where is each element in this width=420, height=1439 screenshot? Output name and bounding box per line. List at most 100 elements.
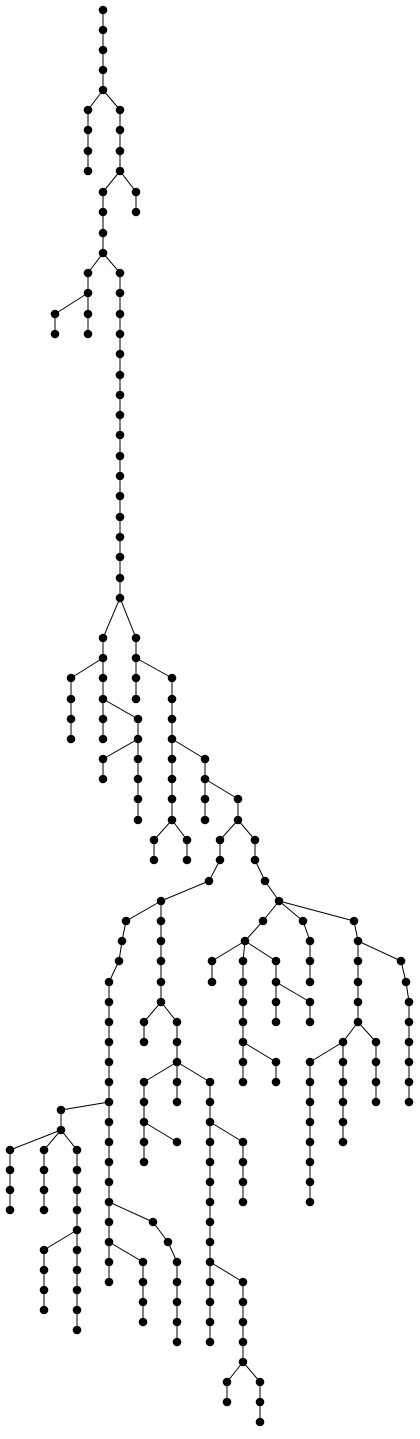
tree-node (133, 774, 143, 784)
tree-edge (119, 170, 137, 193)
tree-node (305, 1177, 315, 1187)
tree-edge (143, 1001, 162, 1023)
tree-node (133, 754, 143, 764)
tree-node (238, 1277, 248, 1287)
tree-node (271, 997, 281, 1007)
tree-node (115, 532, 125, 542)
tree-node (115, 593, 125, 603)
tree-node (72, 1305, 82, 1315)
tree-node (222, 1397, 232, 1407)
tree-node (215, 835, 225, 845)
tree-node (56, 1125, 66, 1135)
tree-node (115, 329, 125, 339)
tree-node (255, 1417, 265, 1427)
tree-edge (204, 778, 239, 800)
tree-node (305, 1097, 315, 1107)
tree-node (104, 1277, 114, 1287)
tree-edge (219, 819, 239, 841)
tree-node (156, 916, 166, 926)
tree-node (72, 1265, 82, 1275)
tree-node (148, 1217, 158, 1227)
tree-node (115, 471, 125, 481)
tree-node (50, 329, 60, 339)
tree-node (138, 1297, 148, 1307)
tree-node (131, 633, 141, 643)
tree-node (139, 1017, 149, 1027)
tree-node (98, 633, 108, 643)
tree-node (338, 1057, 348, 1067)
tree-node (72, 1245, 82, 1255)
tree-node (98, 25, 108, 35)
tree-node (167, 774, 177, 784)
tree-node (156, 936, 166, 946)
tree-node (115, 430, 125, 440)
tree-node (205, 1317, 215, 1327)
tree-node (98, 714, 108, 724)
tree-node (238, 1337, 248, 1347)
tree-node (167, 694, 177, 704)
tree-node (133, 815, 143, 825)
tree-edge (54, 292, 89, 315)
tree-node (98, 754, 108, 764)
tree-node (98, 85, 108, 95)
tree-node (115, 491, 125, 501)
tree-edge (309, 1041, 344, 1063)
tree-node (98, 5, 108, 15)
tree-node (255, 1397, 265, 1407)
tree-node (39, 1185, 49, 1195)
tree-node (98, 187, 108, 197)
tree-node (305, 1137, 315, 1147)
tree-node (104, 1037, 114, 1047)
tree-node (172, 1097, 182, 1107)
tree-node (39, 1165, 49, 1175)
tree-node (172, 1137, 182, 1147)
tree-node (98, 694, 108, 704)
tree-node (271, 956, 281, 966)
tree-node (271, 1017, 281, 1027)
tree-node (115, 451, 125, 461)
tree-node (39, 1305, 49, 1315)
tree-node (215, 855, 225, 865)
tree-node (115, 309, 125, 319)
tree-node (138, 1317, 148, 1327)
tree-node (98, 65, 108, 75)
tree-node (172, 1277, 182, 1287)
tree-node (115, 268, 125, 278)
tree-node (238, 1297, 248, 1307)
tree-node (338, 1137, 348, 1147)
tree-node (50, 309, 60, 319)
tree-edge (102, 89, 121, 111)
tree-edge (108, 1241, 144, 1263)
tree-node (104, 1257, 114, 1267)
tree-node (83, 329, 93, 339)
tree-node (114, 956, 124, 966)
tree-node (66, 714, 76, 724)
tree-edge (278, 900, 355, 922)
tree-node (121, 916, 131, 926)
tree-node (338, 1117, 348, 1127)
tree-node (172, 1257, 182, 1267)
tree-edge (119, 597, 137, 639)
tree-node (115, 349, 125, 359)
tree-edge (43, 1129, 62, 1151)
tree-node (371, 1037, 381, 1047)
tree-node (250, 855, 260, 865)
tree-node (5, 1185, 15, 1195)
tree-node (404, 1097, 414, 1107)
tree-node (66, 734, 76, 744)
tree-node (338, 1077, 348, 1087)
tree-node (83, 268, 93, 278)
tree-node (222, 1377, 232, 1387)
tree-edge (125, 900, 162, 922)
tree-node (131, 694, 141, 704)
tree-node (233, 794, 243, 804)
tree-node (238, 1057, 248, 1067)
tree-node (305, 1057, 315, 1067)
tree-node (200, 774, 210, 784)
tree-node (238, 997, 248, 1007)
tree-node (104, 997, 114, 1007)
tree-node (238, 1137, 248, 1147)
tree-edge (70, 657, 104, 679)
tree-node (139, 1037, 149, 1047)
tree-edge (108, 1201, 154, 1223)
